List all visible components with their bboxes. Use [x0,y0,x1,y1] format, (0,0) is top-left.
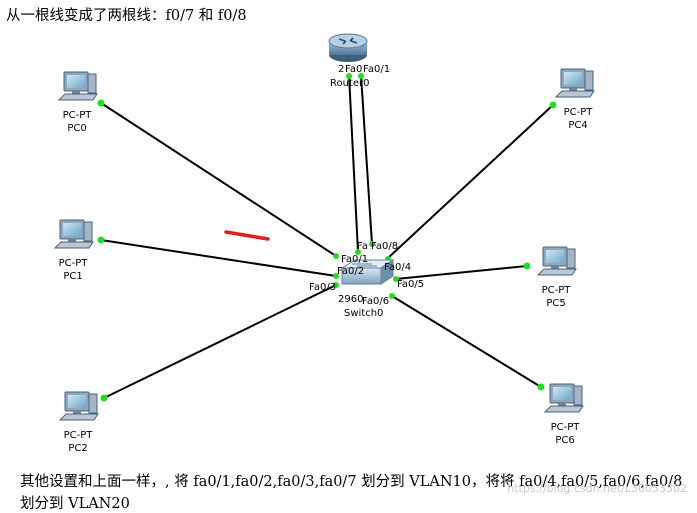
link-router-switch-1 [348,74,359,253]
switch-name-label: Switch0 [344,308,383,319]
page-heading: 从一根线变成了两根线：f0/7 和 f0/8 [6,8,247,24]
pc5-type-label: PC-PT [542,285,572,296]
switch-port-fa01-label: Fa0/1 [341,254,368,265]
switch-port-fa03-label: Fa0/3 [309,282,336,293]
pc4-icon[interactable] [555,68,595,98]
pc0-name-label: PC0 [67,123,86,134]
router-icon[interactable] [328,33,368,62]
pc0-icon[interactable] [58,71,98,101]
switch-port-fa02-label: Fa0/2 [337,266,364,277]
pc0-type-label: PC-PT [63,110,93,121]
pc6-icon[interactable] [544,383,584,413]
note-line-2: 划分到 VLAN20 [20,496,130,512]
switch-port-fa08-label: Fa0/8 [371,241,398,252]
port-indicators [97,73,557,402]
link-pc0-switch [100,102,337,257]
pc5-name-label: PC5 [546,298,565,309]
switch-port-fa06-label: Fa0/6 [362,296,389,307]
pc4-name-label: PC4 [568,120,587,131]
pc2-name-label: PC2 [68,443,87,454]
pc1-icon[interactable] [54,219,94,249]
switch-port-fa05-label: Fa0/5 [397,279,424,290]
switch-model-label: 2960 [338,294,363,305]
switch-port-fa04-label: Fa0/4 [384,262,411,273]
link-pc6-switch [391,295,542,388]
pc4-type-label: PC-PT [564,107,594,118]
watermark-text: https://blog.csdn.net/L30053302 [507,482,687,495]
pc6-type-label: PC-PT [551,422,581,433]
switch-port-fa07-label: Fa [357,241,368,252]
router-model-label: 2 [338,64,344,75]
router-name-label: Router0 [330,78,370,89]
pc2-type-label: PC-PT [64,430,94,441]
pc6-name-label: PC6 [555,435,574,446]
pc2-icon[interactable] [59,391,99,421]
link-pc2-switch [103,284,337,399]
switch-icon[interactable] [340,259,395,285]
link-pc4-switch [387,104,554,259]
pc1-name-label: PC1 [63,271,82,282]
pc1-type-label: PC-PT [59,258,89,269]
red-annotation-mark [224,230,270,241]
link-pc1-switch [100,239,337,277]
router-port-fa0-label: Fa0 [345,64,362,75]
note-line-1: 其他设置和上面一样，, 将 fa0/1,fa0/2,fa0/3,fa0/7 划分… [20,474,683,490]
router-port-fa01-label: Fa0/1 [363,64,390,75]
network-links [100,74,554,399]
link-pc5-switch [395,265,528,280]
link-router-switch-2 [360,74,373,245]
pc5-icon[interactable] [537,246,577,276]
